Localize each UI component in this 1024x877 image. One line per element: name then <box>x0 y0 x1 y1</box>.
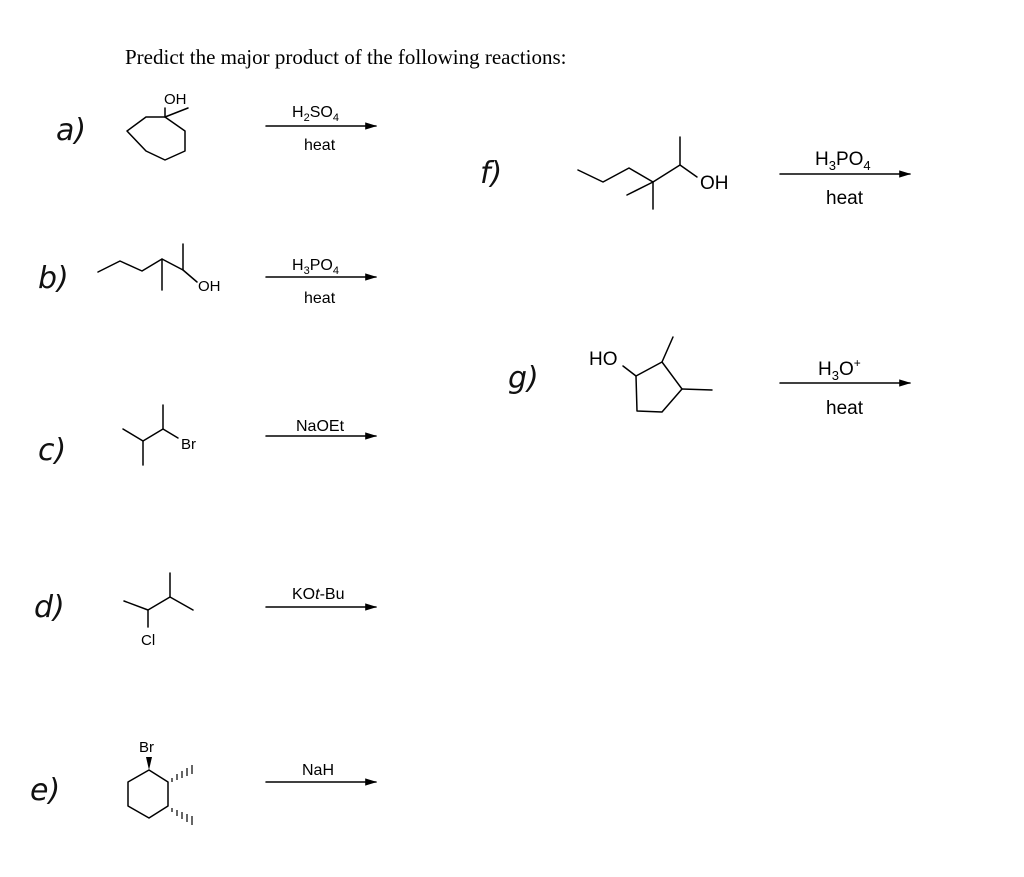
reaction-d: d) Cl KOt-Bu <box>34 572 378 649</box>
reaction-g-reagent: H3O+ <box>818 356 861 383</box>
reaction-e: e) Br NaH <box>30 739 378 825</box>
reaction-c-molecule: Br <box>122 404 196 466</box>
reaction-e-molecule: Br <box>127 739 193 825</box>
reaction-b-molecule: OH <box>97 243 221 295</box>
reaction-a: a) OH H2SO4 heat <box>56 91 378 161</box>
reaction-c: c) Br NaOEt <box>38 404 378 468</box>
reaction-a-reagent: H2SO4 <box>292 104 339 124</box>
reaction-c-arrow: NaOEt <box>265 418 378 440</box>
reaction-b-label: b) <box>38 261 69 296</box>
reaction-d-label: d) <box>34 590 65 625</box>
reaction-g-arrow: H3O+ heat <box>779 356 912 419</box>
reaction-f-label: f) <box>480 156 502 191</box>
reaction-g: g) HO H3O+ heat <box>508 336 912 419</box>
reaction-b-arrow: H3PO4 heat <box>265 257 378 307</box>
reaction-a-label: a) <box>56 113 86 148</box>
reaction-e-br-label: Br <box>139 739 154 756</box>
hash-bond-upper <box>171 765 193 782</box>
reaction-a-arrow: H2SO4 heat <box>265 104 378 154</box>
reaction-g-ho-label: HO <box>589 349 618 370</box>
reaction-g-condition: heat <box>826 398 864 419</box>
reaction-f-arrow: H3PO4 heat <box>779 149 912 209</box>
reaction-d-molecule: Cl <box>123 572 194 649</box>
reaction-e-label: e) <box>30 773 60 808</box>
reaction-f: f) OH H3PO4 heat <box>480 136 912 210</box>
reaction-g-molecule: HO <box>589 336 713 413</box>
reaction-d-cl-label: Cl <box>141 632 155 649</box>
hash-bond-lower <box>171 808 193 825</box>
reaction-b-reagent: H3PO4 <box>292 257 339 277</box>
reaction-b-oh-label: OH <box>198 278 221 295</box>
reaction-f-reagent: H3PO4 <box>815 149 871 173</box>
reaction-f-condition: heat <box>826 188 864 209</box>
reaction-e-arrow: NaH <box>265 762 378 786</box>
reaction-e-reagent: NaH <box>302 762 334 779</box>
reaction-c-reagent: NaOEt <box>296 418 345 435</box>
reaction-a-molecule: OH <box>126 91 189 161</box>
reaction-f-molecule: OH <box>577 136 729 210</box>
reaction-d-reagent: KOt-Bu <box>292 586 344 603</box>
wedge-bond <box>146 757 152 770</box>
reaction-g-label: g) <box>508 361 539 396</box>
reaction-b: b) OH H3PO4 heat <box>38 243 378 307</box>
reaction-a-condition: heat <box>304 137 336 154</box>
reaction-f-oh-label: OH <box>700 173 729 194</box>
page-title: Predict the major product of the followi… <box>125 45 566 69</box>
reaction-c-label: c) <box>38 433 66 468</box>
reaction-a-oh-label: OH <box>164 91 187 108</box>
reaction-d-arrow: KOt-Bu <box>265 586 378 611</box>
reaction-c-br-label: Br <box>181 436 196 453</box>
reaction-b-condition: heat <box>304 290 336 307</box>
